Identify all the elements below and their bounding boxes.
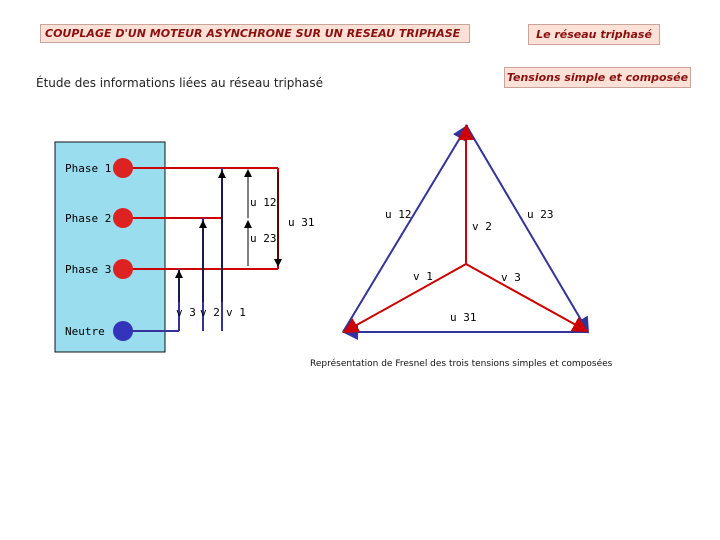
tensions-button[interactable]: Tensions simple et composée: [504, 67, 691, 88]
reseau-triphase-label: Le réseau triphasé: [536, 28, 652, 41]
phase2-node: [113, 208, 133, 228]
u23-vector: [465, 124, 590, 334]
phase1-node: [113, 158, 133, 178]
u12-vector: [342, 124, 469, 333]
phase3-label: Phase 3: [65, 263, 111, 276]
fresnel-u12-label: u 12: [385, 208, 412, 221]
v3-vector: [465, 263, 589, 332]
circuit-u31-label: u 31: [288, 216, 315, 229]
phase1-label: Phase 1: [65, 162, 111, 175]
fresnel-v3-label: v 3: [501, 271, 521, 284]
fresnel-v2-label: v 2: [472, 220, 492, 233]
phase3-node: [113, 259, 133, 279]
neutral-node: [113, 321, 133, 341]
tensions-label: Tensions simple et composée: [506, 71, 689, 84]
fresnel-u23-label: u 23: [527, 208, 554, 221]
circuit-v2-label: v 2: [200, 306, 220, 319]
title-text: COUPLAGE D'UN MOTEUR ASYNCHRONE SUR UN R…: [45, 27, 461, 40]
circuit-v1-label: v 1: [226, 306, 246, 319]
fresnel-caption: Représentation de Fresnel des trois tens…: [310, 359, 613, 369]
title-banner: COUPLAGE D'UN MOTEUR ASYNCHRONE SUR UN R…: [40, 24, 470, 43]
circuit-u12-label: u 12: [250, 196, 277, 209]
phase2-label: Phase 2: [65, 212, 111, 225]
circuit-u23-label: u 23: [250, 232, 277, 245]
circuit-panel: [54, 141, 166, 353]
fresnel-v1-label: v 1: [413, 270, 433, 283]
v1-vector: [342, 263, 467, 333]
subtitle: Étude des informations liées au réseau t…: [36, 76, 324, 90]
fresnel-u31-label: u 31: [450, 311, 477, 324]
reseau-triphase-button[interactable]: Le réseau triphasé: [528, 24, 660, 45]
circuit-v3-label: v 3: [176, 306, 196, 319]
neutral-label: Neutre: [65, 325, 105, 338]
